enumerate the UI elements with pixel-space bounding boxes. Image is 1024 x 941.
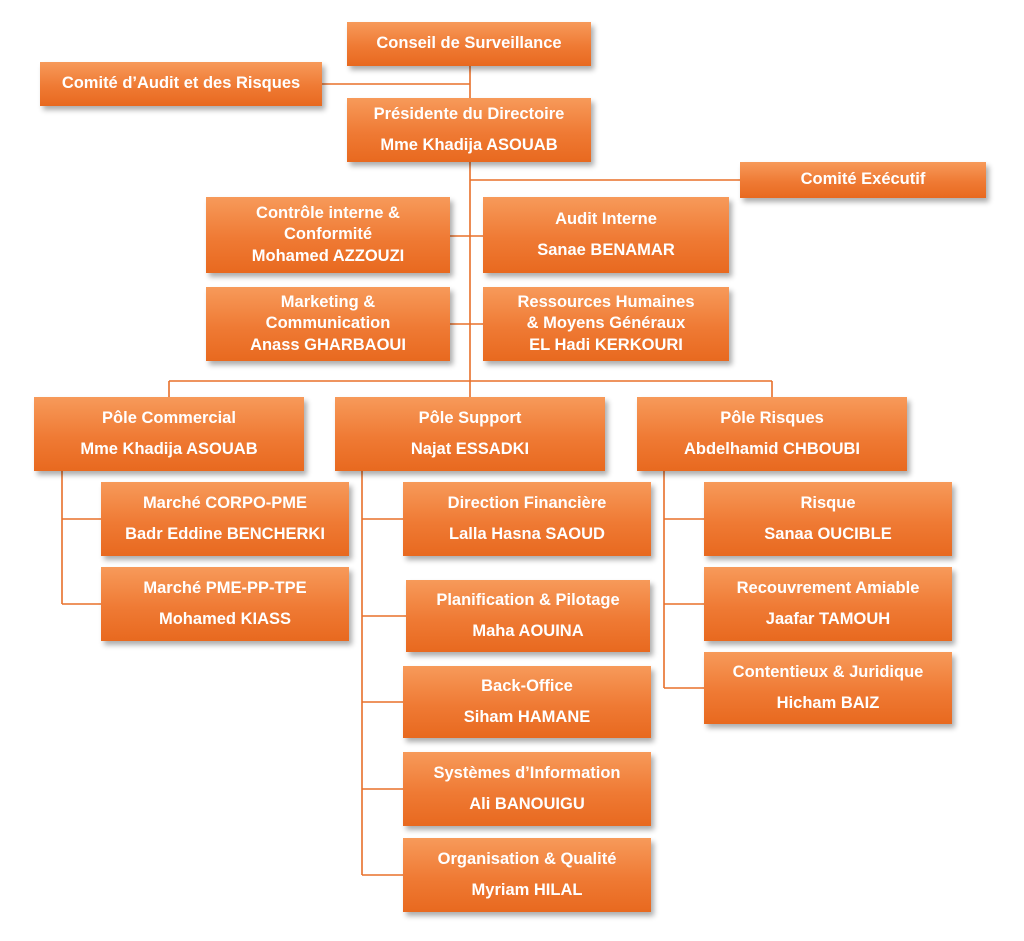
node-title: Audit Interne: [555, 210, 657, 229]
node-title: Marché CORPO-PME: [142, 494, 308, 513]
node-person: EL Hadi KERKOURI: [529, 335, 683, 354]
org-node-comite-audit: Comité d’Audit et des Risques: [40, 62, 322, 106]
node-title: Risque: [800, 494, 856, 513]
node-title: Pôle Risques: [720, 409, 824, 428]
node-person: Mme Khadija ASOUAB: [380, 135, 558, 154]
node-person: Mme Khadija ASOUAB: [80, 439, 258, 458]
node-title: Organisation & Qualité: [437, 850, 617, 869]
org-node-rh: Ressources Humaines & Moyens Généraux EL H…: [483, 287, 729, 361]
node-title: Comité Exécutif: [800, 170, 926, 189]
node-person: Myriam HILAL: [471, 880, 583, 899]
node-person: Mohamed AZZOUZI: [251, 246, 405, 265]
node-title: Pôle Support: [418, 409, 522, 428]
org-node-pme-pp-tpe: Marché PME-PP-TPE Mohamed KIASS: [101, 567, 349, 641]
node-person: Najat ESSADKI: [410, 439, 530, 458]
node-title: Conseil de Surveillance: [376, 34, 562, 53]
node-title: Présidente du Directoire: [373, 105, 565, 124]
node-person: Lalla Hasna SAOUD: [449, 524, 605, 543]
node-title: Comité d’Audit et des Risques: [61, 74, 301, 93]
node-person: Badr Eddine BENCHERKI: [125, 524, 325, 543]
node-person: Jaafar TAMOUH: [765, 609, 891, 628]
node-title: & Moyens Généraux: [526, 314, 686, 333]
org-node-conseil: Conseil de Surveillance: [347, 22, 591, 66]
node-person: Sanaa OUCIBLE: [764, 524, 892, 543]
node-title: Back-Office: [481, 677, 573, 696]
node-person: Abdelhamid CHBOUBI: [683, 439, 860, 458]
node-title: Marché PME-PP-TPE: [143, 579, 307, 598]
node-person: Anass GHARBAOUI: [250, 335, 406, 354]
node-title: Conformité: [284, 225, 372, 244]
org-node-corpo-pme: Marché CORPO-PME Badr Eddine BENCHERKI: [101, 482, 349, 556]
node-title: Direction Financière: [447, 494, 607, 513]
node-title: Systèmes d’Information: [433, 764, 621, 783]
node-person: Hicham BAIZ: [776, 693, 880, 712]
node-title: Marketing &: [280, 293, 376, 312]
node-person: Mohamed KIASS: [158, 609, 292, 628]
node-title: Recouvrement Amiable: [736, 579, 920, 598]
node-title: Contrôle interne &: [256, 204, 400, 223]
node-title: Pôle Commercial: [102, 409, 236, 428]
node-title: Planification & Pilotage: [436, 591, 620, 610]
node-person: Ali BANOUIGU: [469, 794, 585, 813]
node-person: Siham HAMANE: [463, 707, 591, 726]
node-title: Ressources Humaines: [517, 293, 695, 312]
node-person: Maha AOUINA: [472, 621, 584, 640]
node-title: Communication: [265, 314, 391, 333]
node-person: Sanae BENAMAR: [537, 240, 675, 259]
org-node-comite-executif: Comité Exécutif: [740, 162, 986, 198]
node-title: Contentieux & Juridique: [732, 663, 924, 682]
